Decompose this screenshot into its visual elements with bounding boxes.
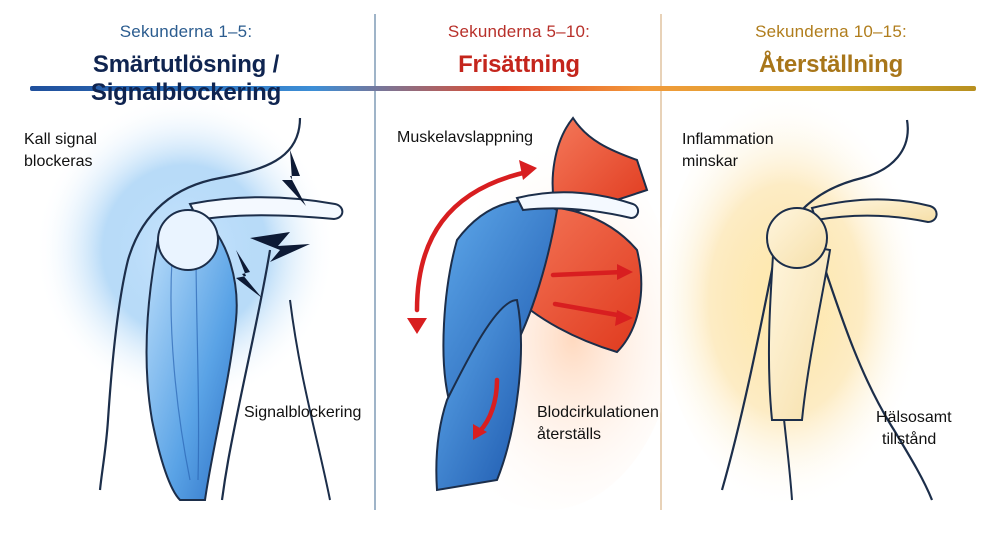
phase-title: Smärtutlösning / Signalblockering bbox=[90, 51, 282, 106]
cold-shoulder-illustration bbox=[35, 95, 344, 501]
label-muscle-relax: Muskelavslappning bbox=[397, 129, 534, 146]
panel-divider-1 bbox=[374, 14, 376, 510]
healthy-shoulder-illustration bbox=[662, 90, 940, 510]
phase-gradient-bar bbox=[30, 86, 976, 91]
panel-pain-trigger: Sekunderna 1–5: Smärtutlösning / Signalb… bbox=[0, 0, 372, 546]
label-signal-block: Signalblockering bbox=[244, 404, 362, 421]
phase-title: Återställning bbox=[758, 51, 904, 78]
panel-divider-2 bbox=[660, 14, 662, 510]
phase-label: Sekunderna 5–10: bbox=[447, 22, 591, 41]
muscle-release-illustration bbox=[407, 116, 661, 510]
phase-title: Frisättning bbox=[458, 51, 580, 78]
panel-release: Sekunderna 5–10: Frisättning Muskelavsla… bbox=[377, 0, 661, 546]
panel-recovery: Sekunderna 10–15: Återställning Inflamma… bbox=[662, 0, 1000, 546]
red-arrow-icon bbox=[414, 169, 626, 435]
phase-label: Sekunderna 10–15: bbox=[755, 22, 907, 41]
phase-label: Sekunderna 1–5: bbox=[119, 22, 253, 41]
lightning-bolt-icon bbox=[236, 150, 310, 298]
